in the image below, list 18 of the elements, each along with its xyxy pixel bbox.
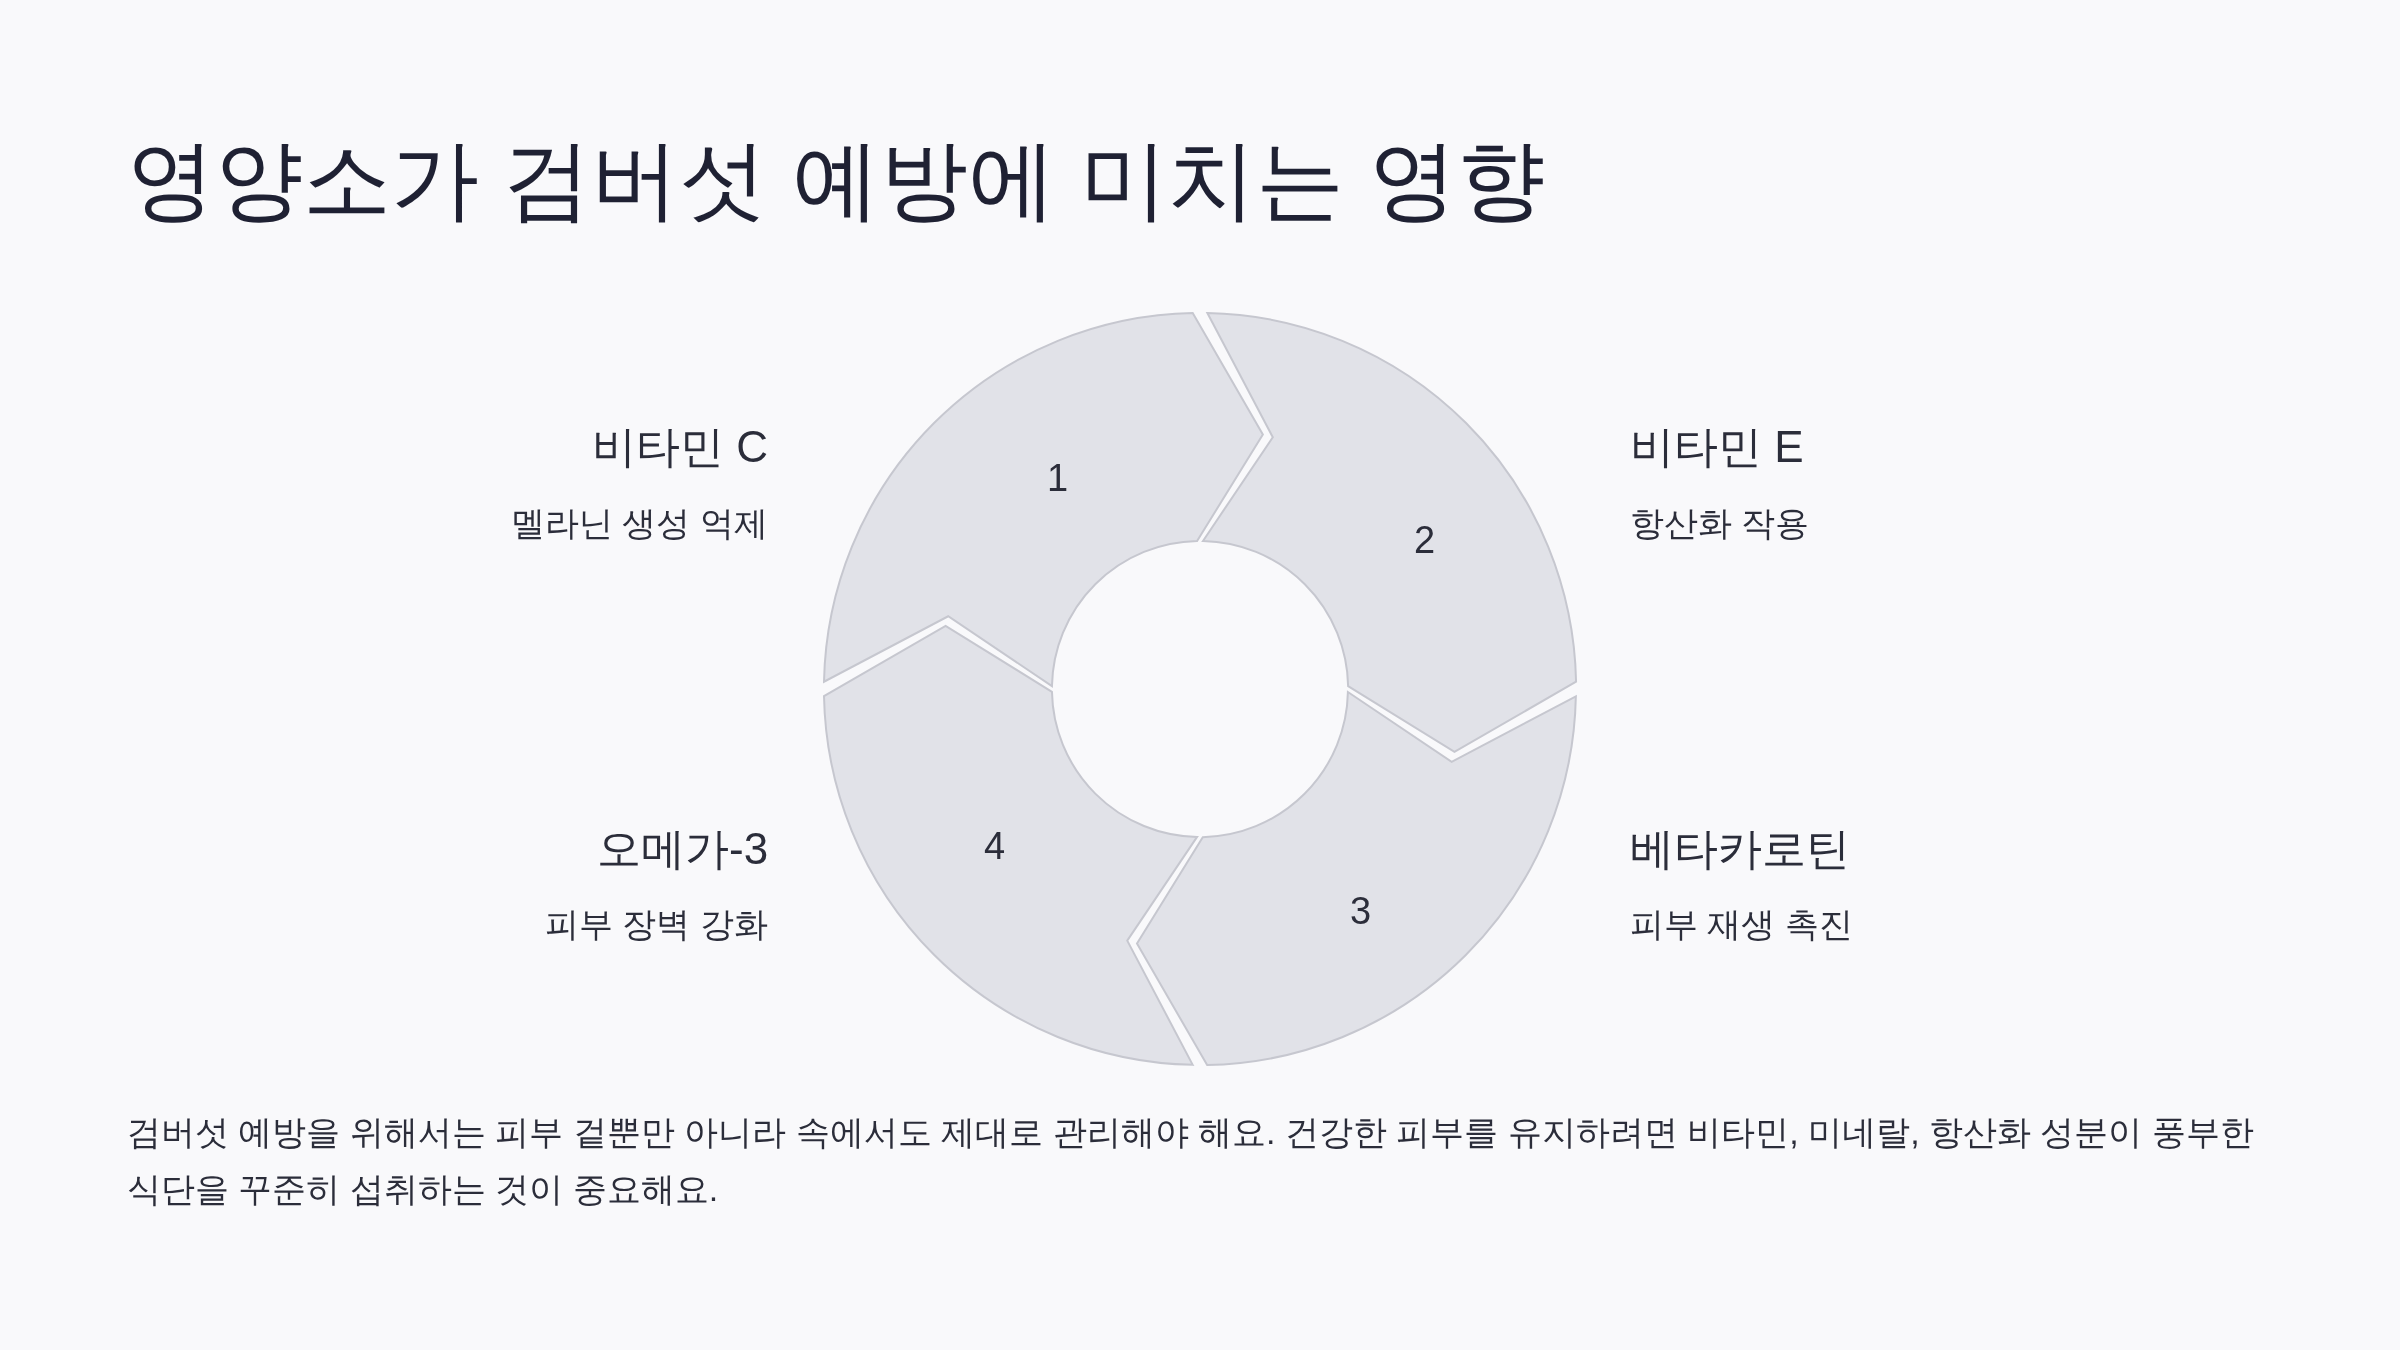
step-number: 3 <box>1350 889 1372 933</box>
title: 영양소가 검버섯 예방에 미치는 영향 <box>127 129 1545 231</box>
caption: 검버섯 예방을 위해서는 피부 겉뿐만 아니라 속에서도 제대로 관리해야 해요. 건강한 피부를 유지하려면 비타민, 미네랄, 항산화 성분이 풍부한 식단을 꾸준히 섭취하는 것이 중요해요. <box>127 1112 2255 1210</box>
item-description: 피부 장벽 강화 <box>545 904 768 945</box>
item-heading: 비타민 C <box>592 421 768 473</box>
step-number: 2 <box>1414 518 1436 562</box>
arrow-segment <box>822 624 1200 1067</box>
step-number: 1 <box>1047 456 1069 500</box>
item-description: 멜라닌 생성 억제 <box>511 503 768 544</box>
item-description: 피부 재생 촉진 <box>1630 904 1853 945</box>
step-number: 4 <box>984 824 1006 868</box>
item-description: 항산화 작용 <box>1630 503 1810 544</box>
item-heading: 베타카로틴 <box>1630 823 1850 875</box>
arrow-segment <box>1135 689 1578 1067</box>
item-heading: 오메가-3 <box>597 823 769 875</box>
item-heading: 비타민 E <box>1630 421 1804 473</box>
arrow-segment <box>1200 311 1578 754</box>
arrow-segment <box>822 311 1265 689</box>
